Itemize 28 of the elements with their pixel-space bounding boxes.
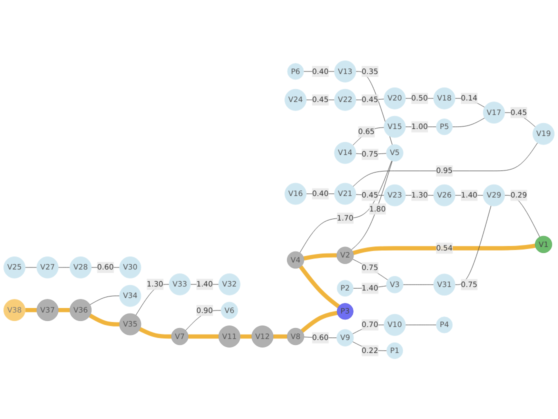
connector [454,205,492,285]
connector [300,310,338,333]
connector [352,324,384,334]
connector [504,112,536,127]
connector [504,194,540,237]
connector [58,266,70,268]
connector [298,265,340,308]
connector [303,253,337,260]
connector [239,334,253,338]
connector [352,258,388,280]
connector [138,326,172,338]
connector [24,266,38,268]
connector [272,334,288,338]
connector [352,243,536,255]
connector [402,284,434,285]
connector [88,313,120,326]
connector [352,341,387,351]
connector [57,308,71,312]
connector [352,142,538,186]
connector [188,334,219,338]
connector [136,284,170,316]
connector [405,324,436,325]
connector [405,194,434,196]
connector [24,308,38,312]
connector [351,160,393,250]
connector [300,160,392,253]
connector [90,295,120,305]
connector [452,117,485,127]
